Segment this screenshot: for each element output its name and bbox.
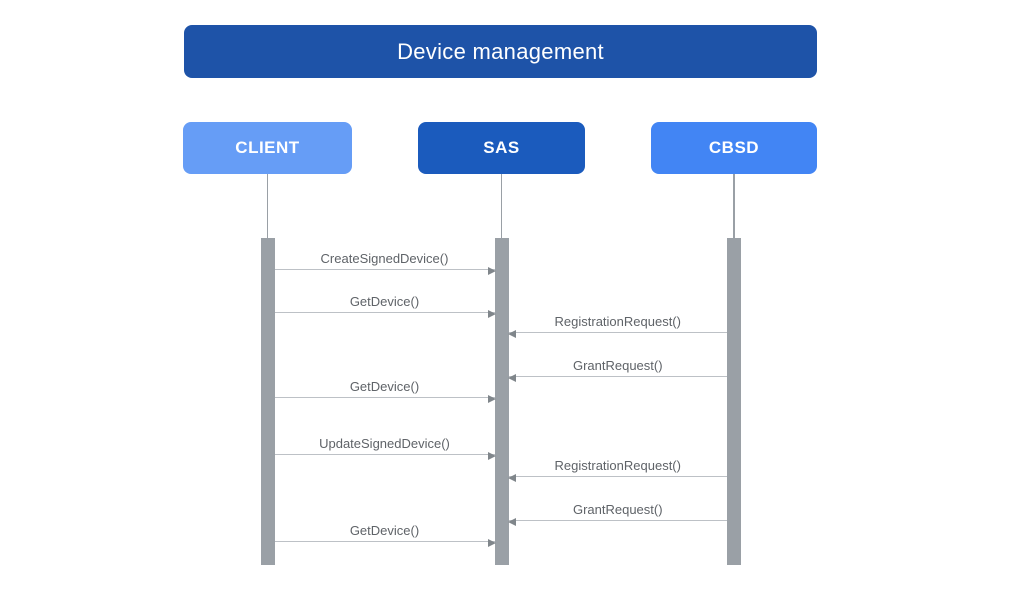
message-arrowhead-icon	[487, 309, 496, 318]
message: GetDevice()	[274, 520, 496, 547]
message: GetDevice()	[274, 291, 496, 318]
message: RegistrationRequest()	[507, 455, 727, 482]
message-label: CreateSignedDevice()	[320, 251, 449, 266]
message: GrantRequest()	[507, 499, 727, 526]
message-label: RegistrationRequest()	[554, 314, 681, 329]
diagram-title-bar: Device management	[184, 25, 817, 78]
message: GetDevice()	[274, 376, 496, 403]
message-label: GrantRequest()	[572, 502, 663, 517]
message-arrow-line	[274, 312, 495, 313]
participant-cbsd: CBSD	[651, 122, 817, 174]
message-arrow-line	[508, 332, 727, 333]
message-label: GetDevice()	[349, 379, 420, 394]
activation-bar-cbsd	[727, 238, 741, 565]
message-label: GetDevice()	[349, 523, 420, 538]
message-arrowhead-icon	[487, 451, 496, 460]
message-arrow-line	[274, 454, 495, 455]
message-label: RegistrationRequest()	[554, 458, 681, 473]
message-arrow-line	[274, 397, 495, 398]
message-arrow-line	[508, 476, 727, 477]
message: UpdateSignedDevice()	[274, 433, 496, 460]
message: GrantRequest()	[507, 355, 727, 382]
message-arrowhead-icon	[487, 538, 496, 547]
participant-sas: SAS	[418, 122, 585, 174]
message-arrow-line	[508, 520, 727, 521]
message-arrowhead-icon	[507, 473, 516, 482]
message-arrowhead-icon	[487, 266, 496, 275]
message-arrow-line	[274, 269, 495, 270]
message-arrowhead-icon	[507, 517, 516, 526]
diagram-title: Device management	[397, 38, 604, 64]
activation-bar-client	[260, 238, 275, 565]
message: CreateSignedDevice()	[274, 248, 496, 275]
message-label: GrantRequest()	[572, 358, 663, 373]
message: RegistrationRequest()	[507, 311, 727, 338]
message-label: UpdateSignedDevice()	[319, 436, 450, 451]
lifeline-cbsd	[733, 174, 735, 238]
lifeline-client	[266, 174, 269, 238]
activation-bar-sas	[494, 238, 509, 565]
message-arrow-line	[508, 376, 727, 377]
message-label: GetDevice()	[349, 294, 420, 309]
message-arrowhead-icon	[507, 373, 516, 382]
message-arrowhead-icon	[487, 394, 496, 403]
participant-sas-label: SAS	[483, 138, 520, 157]
participant-client: CLIENT	[183, 122, 352, 174]
message-arrow-line	[274, 541, 495, 542]
message-arrowhead-icon	[507, 329, 516, 338]
participant-cbsd-label: CBSD	[708, 138, 760, 157]
participant-client-label: CLIENT	[235, 138, 300, 157]
lifeline-sas	[500, 174, 503, 238]
